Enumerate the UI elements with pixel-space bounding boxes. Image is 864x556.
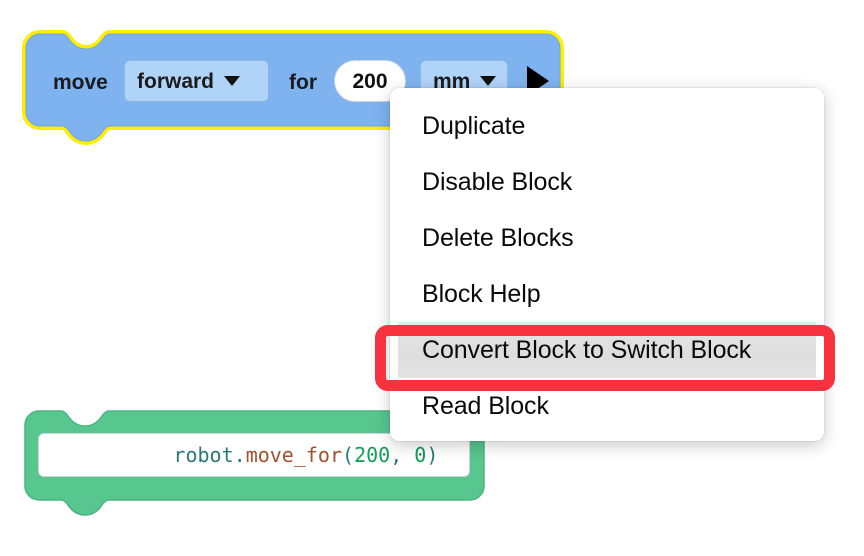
code-token-arg-1: 200 [354,443,391,467]
distance-input-value: 200 [352,69,388,93]
menu-item-convert-block-to-switch-block[interactable]: Convert Block to Switch Block [398,322,816,378]
menu-item-label: Block Help [422,279,541,308]
chevron-down-icon [480,76,497,86]
code-token-open-paren: ( [342,443,355,467]
unit-dropdown-value: mm [433,69,471,93]
menu-item-label: Disable Block [422,167,573,196]
chevron-down-icon [224,76,241,86]
menu-item-label: Duplicate [422,111,526,140]
code-token-comma: , [390,443,403,467]
python-code-block[interactable]: robot.move_for(200, 0) [22,408,502,534]
menu-item-delete-blocks[interactable]: Delete Blocks [390,210,824,266]
move-block-keyword-label: move [53,71,108,94]
code-token-space [402,443,414,467]
code-token-object: robot [173,443,234,467]
code-token-dot: . [233,443,246,467]
menu-item-label: Convert Block to Switch Block [422,335,752,364]
direction-dropdown[interactable]: forward [124,60,269,102]
direction-dropdown-value: forward [137,69,215,93]
for-keyword-label: for [289,71,317,94]
menu-item-duplicate[interactable]: Duplicate [390,98,824,154]
menu-item-label: Delete Blocks [422,223,574,252]
menu-item-read-block[interactable]: Read Block [390,378,824,434]
menu-item-label: Read Block [422,391,549,420]
code-token-function: move_for [245,443,343,467]
menu-item-block-help[interactable]: Block Help [390,266,824,322]
block-context-menu[interactable]: Duplicate Disable Block Delete Blocks Bl… [390,88,824,441]
code-text: robot.move_for(200, 0) [53,434,439,476]
code-token-close-paren: ) [426,443,439,467]
code-token-arg-2: 0 [414,443,427,467]
menu-item-disable-block[interactable]: Disable Block [390,154,824,210]
